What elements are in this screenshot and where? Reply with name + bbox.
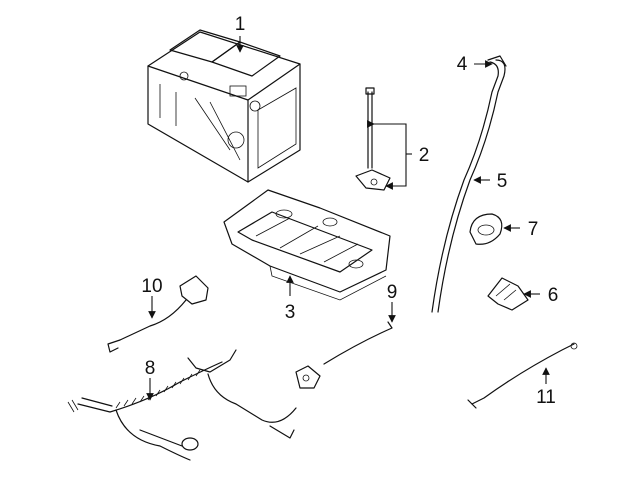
vent-hose (431, 55, 507, 313)
callout-1: 1 (235, 14, 246, 35)
negative-battery-cable (107, 275, 209, 353)
battery-tray (223, 189, 391, 301)
clip (487, 277, 529, 311)
cable-11 (467, 342, 578, 409)
callout-11: 11 (536, 387, 556, 408)
callout-5: 5 (497, 171, 508, 192)
ground-cable (295, 321, 393, 389)
battery (147, 29, 301, 183)
callout-10: 10 (141, 276, 162, 297)
callout-3: 3 (285, 302, 296, 323)
callout-4: 4 (457, 54, 468, 75)
callout-9: 9 (387, 282, 398, 303)
grommet (469, 213, 503, 245)
callout-7: 7 (528, 219, 539, 240)
leader-lines (146, 36, 550, 401)
battery-hold-down-bolt (355, 87, 391, 191)
callout-2: 2 (419, 145, 430, 166)
callout-8: 8 (145, 358, 156, 379)
leader-2 (372, 123, 407, 187)
callout-6: 6 (548, 285, 559, 306)
wiring-harness (67, 349, 297, 461)
callouts: 1 2 3 4 5 6 7 8 9 10 11 (141, 14, 558, 408)
